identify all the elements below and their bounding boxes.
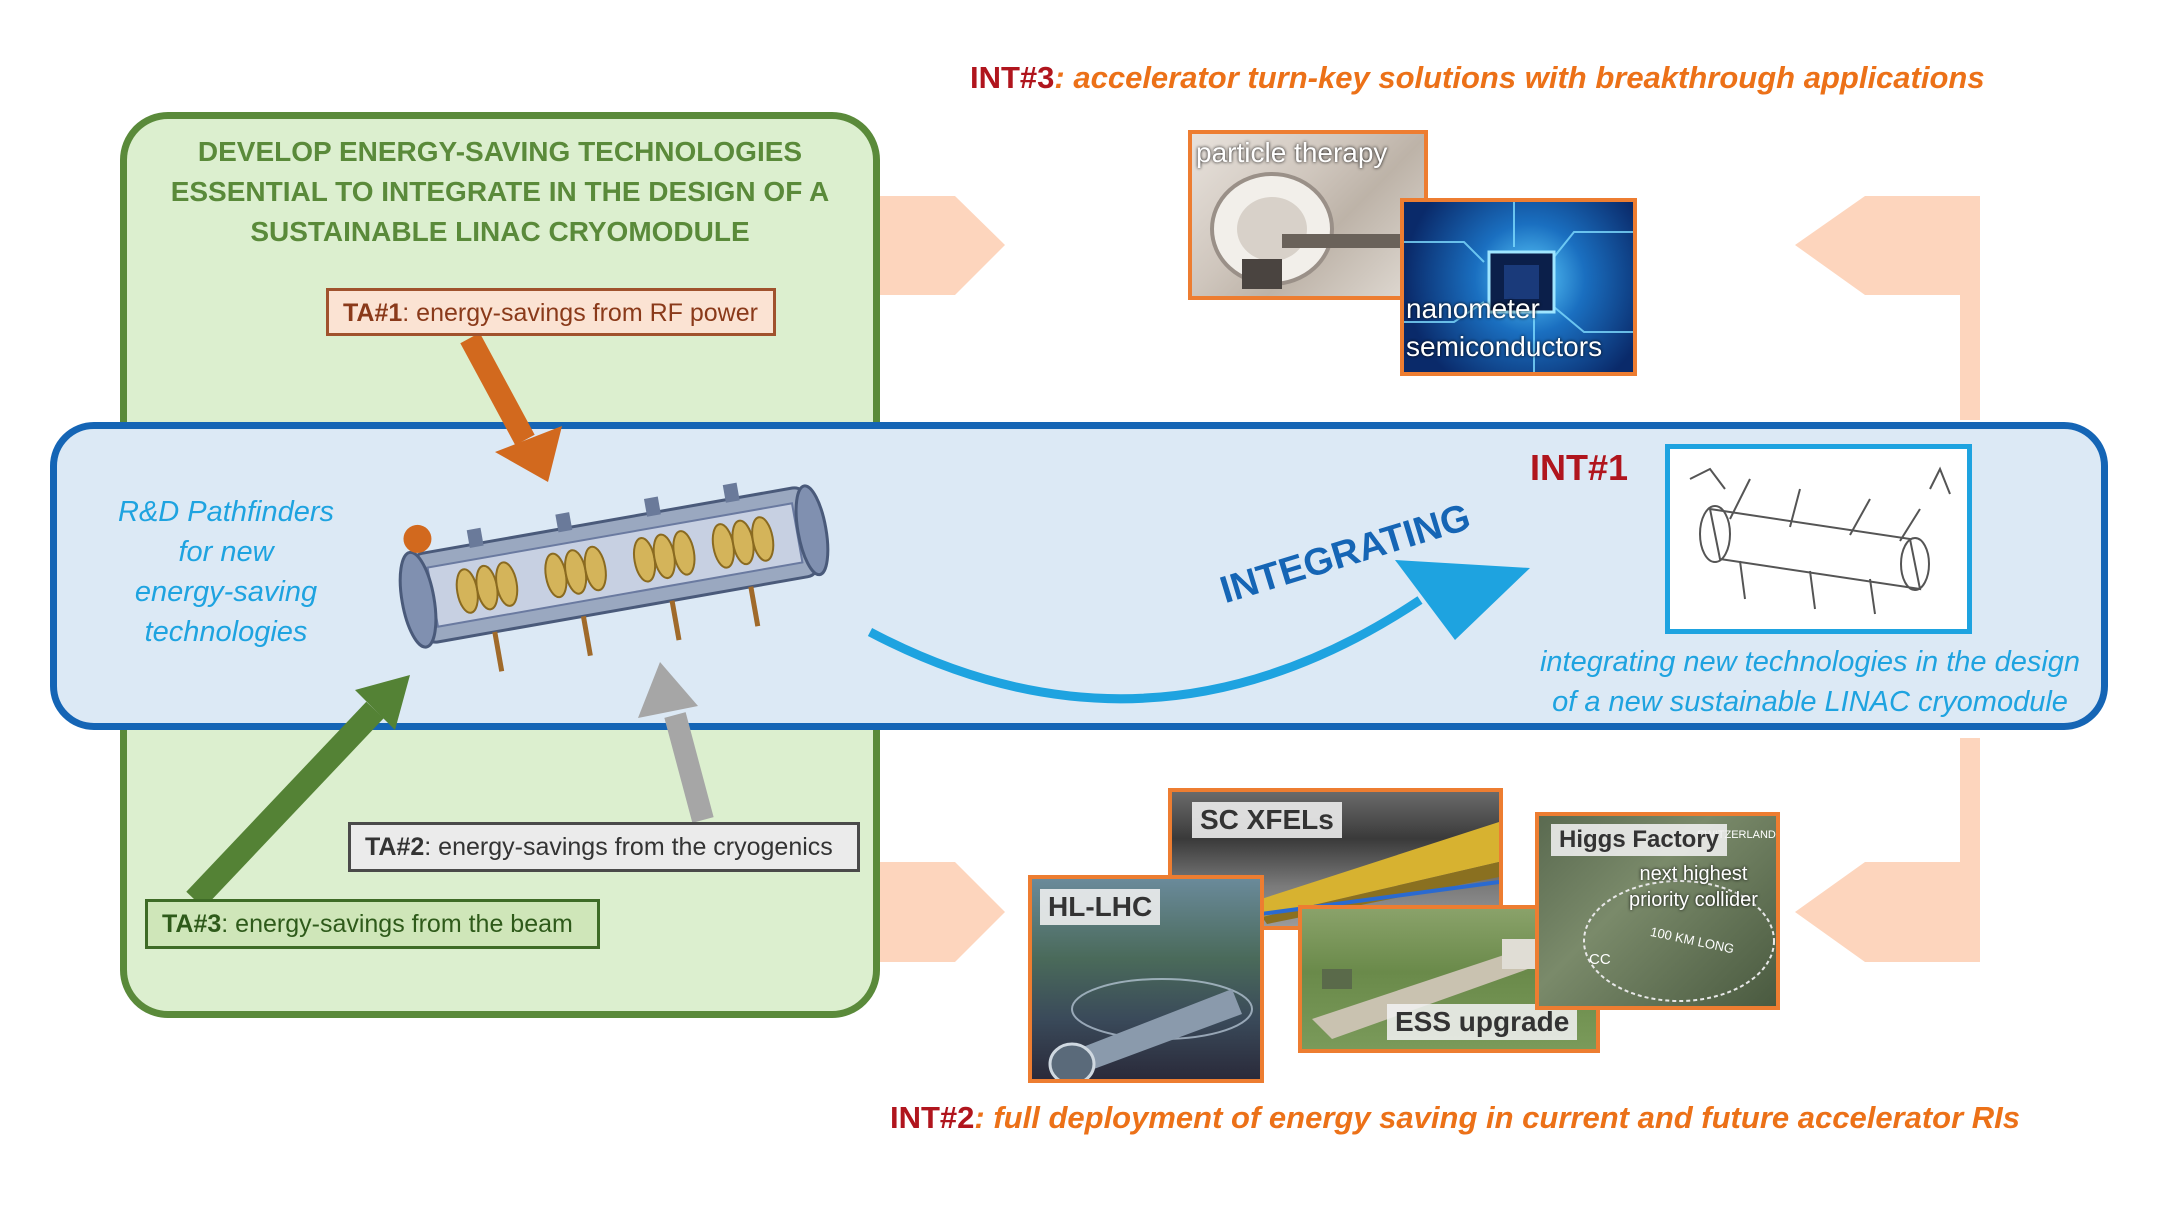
particle-therapy-photo: particle therapy xyxy=(1188,130,1428,300)
semiconductors-line-1: nanometer xyxy=(1406,293,1540,324)
int1-label: INT#1 xyxy=(1530,447,1629,488)
semiconductors-label: nanometer semiconductors xyxy=(1406,290,1602,366)
higgs-subtitle: next highest priority collider xyxy=(1629,861,1758,913)
higgs-subtitle-line-2: priority collider xyxy=(1629,889,1758,911)
hl-lhc-label: HL-LHC xyxy=(1040,889,1161,925)
int1-caption-line-1: integrating new technologies in the desi… xyxy=(1539,646,2081,678)
int1-sketch-image xyxy=(1665,444,1972,634)
bracket-bottom-arrow xyxy=(1795,738,1980,962)
higgs-cc-text: CC xyxy=(1589,951,1611,968)
ta1-box: TA#1: energy-savings from RF power xyxy=(326,288,776,336)
int2-description: : full deployment of energy saving in cu… xyxy=(974,1100,2021,1135)
title-line-2: ESSENTIAL TO INTEGRATE IN THE DESIGN OF … xyxy=(170,176,830,207)
ta3-text: : energy-savings from the beam xyxy=(221,910,573,938)
ta3-arrow xyxy=(186,675,410,909)
semiconductors-line-2: semiconductors xyxy=(1406,331,1603,362)
int2-code: INT#2 xyxy=(890,1100,975,1135)
ta1-text: : energy-savings from RF power xyxy=(402,299,758,327)
title-line-3: SUSTAINABLE LINAC CRYOMODULE xyxy=(250,216,750,247)
higgs-factory-label: Higgs Factory xyxy=(1551,824,1728,856)
ta1-arrow xyxy=(460,332,562,482)
hl-lhc-photo: HL-LHC xyxy=(1028,875,1264,1083)
ess-upgrade-label: ESS upgrade xyxy=(1387,1004,1578,1040)
ta3-box: TA#3: energy-savings from the beam xyxy=(145,899,600,949)
pathfinders-line-1: R&D Pathfinders xyxy=(118,496,334,528)
ta2-code: TA#2 xyxy=(365,833,425,861)
particle-therapy-label: particle therapy xyxy=(1196,137,1388,168)
title-line-1: DEVELOP ENERGY-SAVING TECHNOLOGIES xyxy=(197,136,803,167)
int3-code: INT#3 xyxy=(970,60,1055,95)
ta2-text: : energy-savings from the cryogenics xyxy=(424,833,833,861)
rd-pathfinders-text: R&D Pathfinders for new energy-saving te… xyxy=(90,492,362,652)
pathfinders-line-2: for new xyxy=(178,536,274,568)
int3-description: : accelerator turn-key solutions with br… xyxy=(1054,60,1985,95)
int3-heading: INT#3: accelerator turn-key solutions wi… xyxy=(970,60,1985,96)
integrating-arrow xyxy=(867,560,1530,704)
pathfinders-line-3: energy-saving xyxy=(134,576,318,608)
energy-saving-panel-title: DEVELOP ENERGY-SAVING TECHNOLOGIES ESSEN… xyxy=(150,132,850,252)
semiconductors-photo: nanometer semiconductors xyxy=(1400,198,1637,376)
ta1-code: TA#1 xyxy=(343,299,403,327)
higgs-factory-photo: 100 KM LONG SWITZERLAND CC Higgs Factory… xyxy=(1535,812,1780,1010)
higgs-ring-text: 100 KM LONG xyxy=(1649,924,1736,956)
lhc-tunnel-drawing xyxy=(1048,978,1253,1079)
therapy-machine-drawing xyxy=(1210,172,1412,289)
sc-xfels-label: SC XFELs xyxy=(1192,802,1342,838)
int2-heading: INT#2: full deployment of energy saving … xyxy=(890,1100,2020,1136)
arrow-to-int3 xyxy=(880,196,1005,295)
sketch-cryomodule-drawing xyxy=(1689,466,1951,615)
cryomodule-cutaway-illustration xyxy=(398,482,830,672)
ess-upgrade-photo: ESS upgrade xyxy=(1298,905,1600,1053)
ta2-box: TA#2: energy-savings from the cryogenics xyxy=(348,822,860,872)
int1-caption: integrating new technologies in the desi… xyxy=(1490,642,2130,722)
int1-caption-line-2: of a new sustainable LINAC cryomodule xyxy=(1552,686,2068,718)
higgs-subtitle-line-1: next highest xyxy=(1639,863,1748,885)
arrow-to-int2 xyxy=(880,862,1005,962)
bracket-top-arrow xyxy=(1795,196,1980,420)
ta3-code: TA#3 xyxy=(162,910,222,938)
ta2-arrow xyxy=(638,662,714,823)
pathfinders-line-4: technologies xyxy=(144,616,308,648)
chip-circuit-drawing xyxy=(1404,202,1633,372)
